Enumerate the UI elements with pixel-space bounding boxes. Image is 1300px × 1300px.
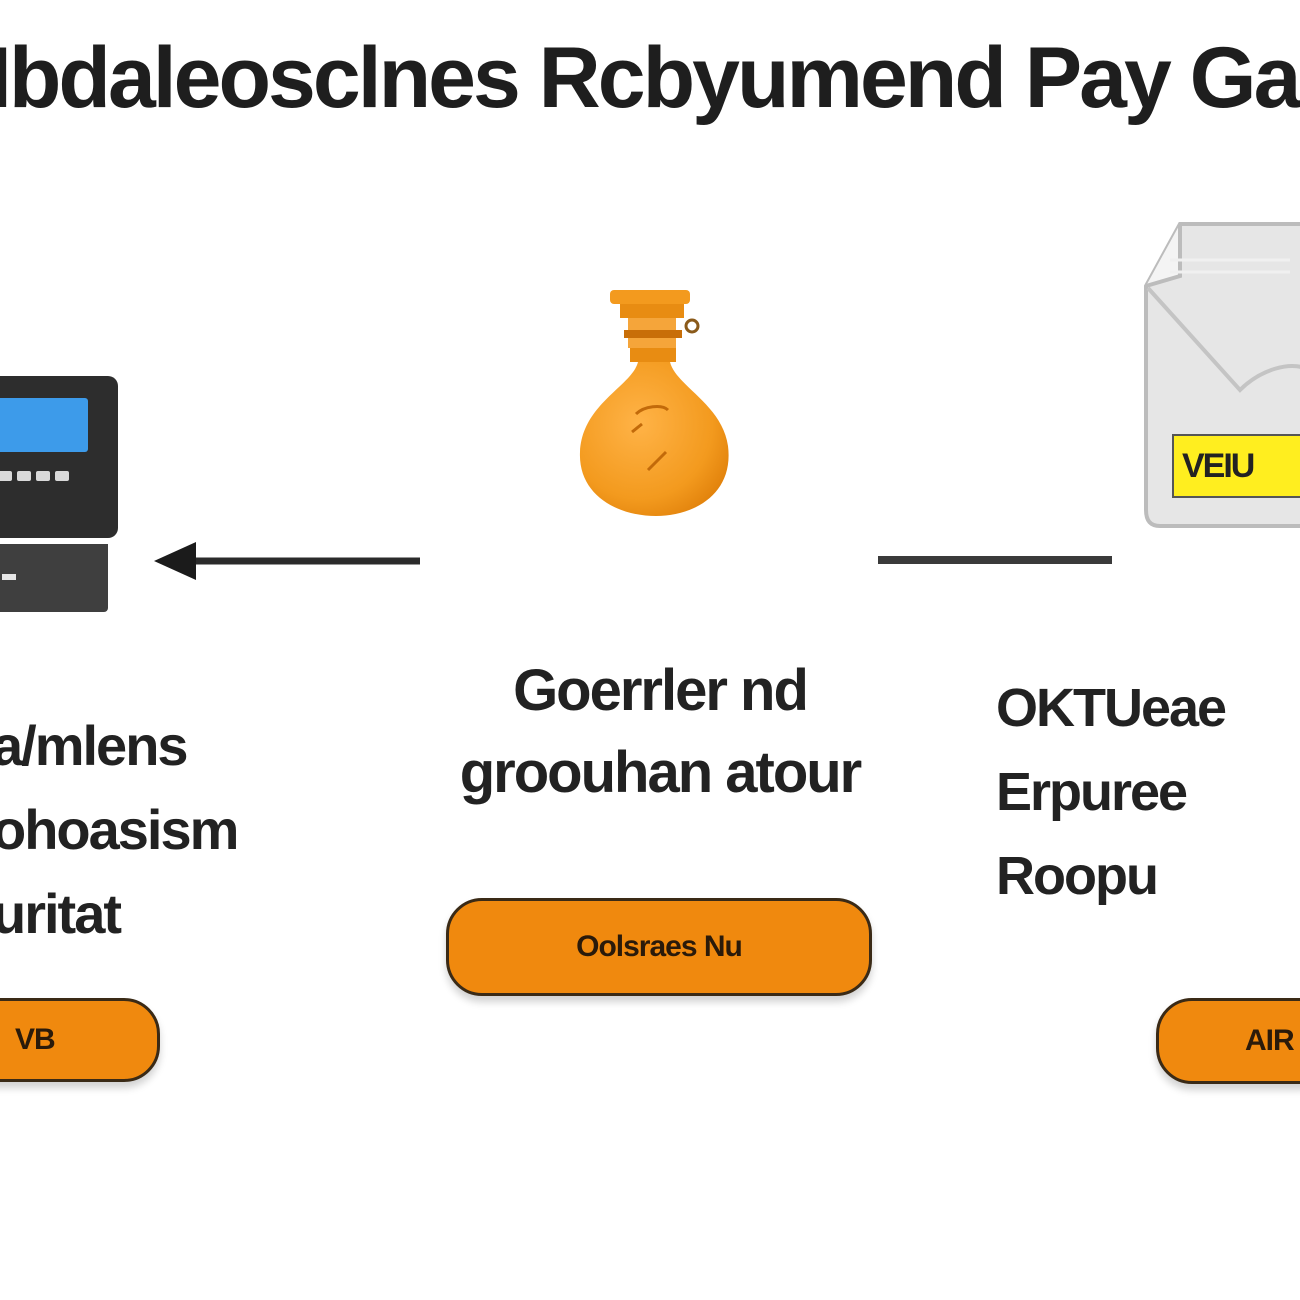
right-line-1: OKTUeae — [996, 678, 1227, 738]
middle-line-1: Goerrler nd — [513, 658, 809, 723]
right-connector-line — [878, 556, 1112, 564]
terminal-keys — [0, 468, 78, 484]
right-line-2: Erpuree — [996, 762, 1188, 822]
middle-description: Goerrler nd groouhan atour — [420, 650, 900, 814]
left-arrow — [154, 542, 420, 580]
left-description: a/mlens ohoasism uritat — [0, 704, 239, 956]
terminal-slot — [2, 574, 16, 580]
right-line-3: Roopu — [996, 846, 1159, 906]
terminal-body — [0, 376, 118, 538]
middle-line-2: groouhan atour — [459, 740, 863, 805]
document-label: VEIU — [1172, 434, 1300, 498]
right-description: OKTUeae Erpuree Roopu — [996, 666, 1227, 918]
terminal-base — [0, 544, 108, 612]
middle-action-button[interactable]: Oolsraes Nu — [446, 898, 872, 996]
left-line-2: ohoasism — [0, 798, 239, 861]
terminal-screen — [0, 398, 88, 452]
left-line-3: uritat — [0, 882, 122, 945]
right-action-button[interactable]: AIR — [1156, 998, 1300, 1084]
flask-icon — [579, 290, 729, 516]
payment-terminal-icon — [0, 376, 120, 612]
diagram-title: Ibdaleosclnes Rcbyumend Pay Gaaner Ram — [0, 30, 1300, 126]
left-action-button[interactable]: VB — [0, 998, 160, 1082]
left-line-1: a/mlens — [0, 714, 189, 777]
